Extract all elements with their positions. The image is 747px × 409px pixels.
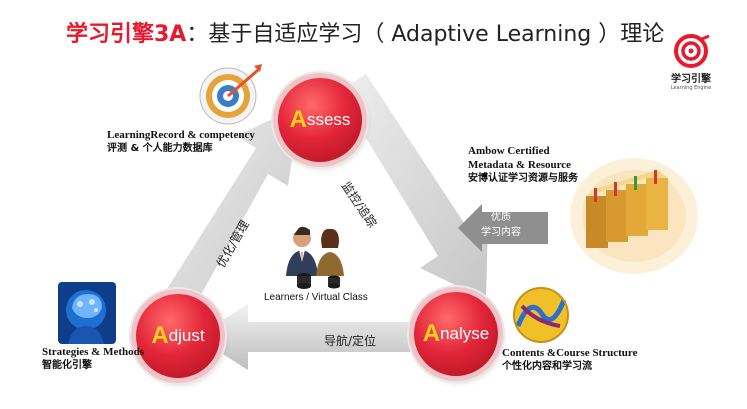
logo-subtitle: Learning Engine <box>670 85 712 91</box>
arrow-optimize <box>160 106 300 318</box>
page-title: 学习引擎3A：基于自适应学习（ Adaptive Learning ）理论 <box>66 16 664 48</box>
analyse-label: Contents &Course Structure 个性化内容和学习流 <box>502 347 638 372</box>
content-structure-icon <box>512 286 570 348</box>
arrow-monitor <box>338 74 488 300</box>
adjust-label: Strategies & Methods 智能化引擎 <box>42 346 145 371</box>
learners-icon <box>282 226 372 294</box>
logo-name: 学习引擎 <box>671 74 711 85</box>
resource-books-icon <box>568 156 700 280</box>
arrow-quality <box>458 204 548 252</box>
title-rest: 基于自适应学习（ Adaptive Learning ）理论 <box>208 22 665 47</box>
quality-label: 优质 学习内容 <box>481 212 521 238</box>
dart-target-icon <box>194 62 264 132</box>
arrow-navigate-label: 导航/定位 <box>324 334 377 348</box>
arrow-navigate <box>196 304 424 370</box>
assess-label: LearningRecord & competency 评测 & 个人能力数据库 <box>107 129 255 154</box>
logo: 学习引擎 Learning Engine <box>662 34 720 91</box>
brain-head-icon <box>58 282 116 348</box>
title-separator: ： <box>186 22 209 47</box>
learners-label: Learners / Virtual Class <box>264 292 368 303</box>
spiral-logo-icon <box>674 34 710 68</box>
title-brand: 学习引擎3A <box>66 22 187 47</box>
resource-label: Ambow Certified Metadata & Resource 安博认证… <box>468 145 578 184</box>
